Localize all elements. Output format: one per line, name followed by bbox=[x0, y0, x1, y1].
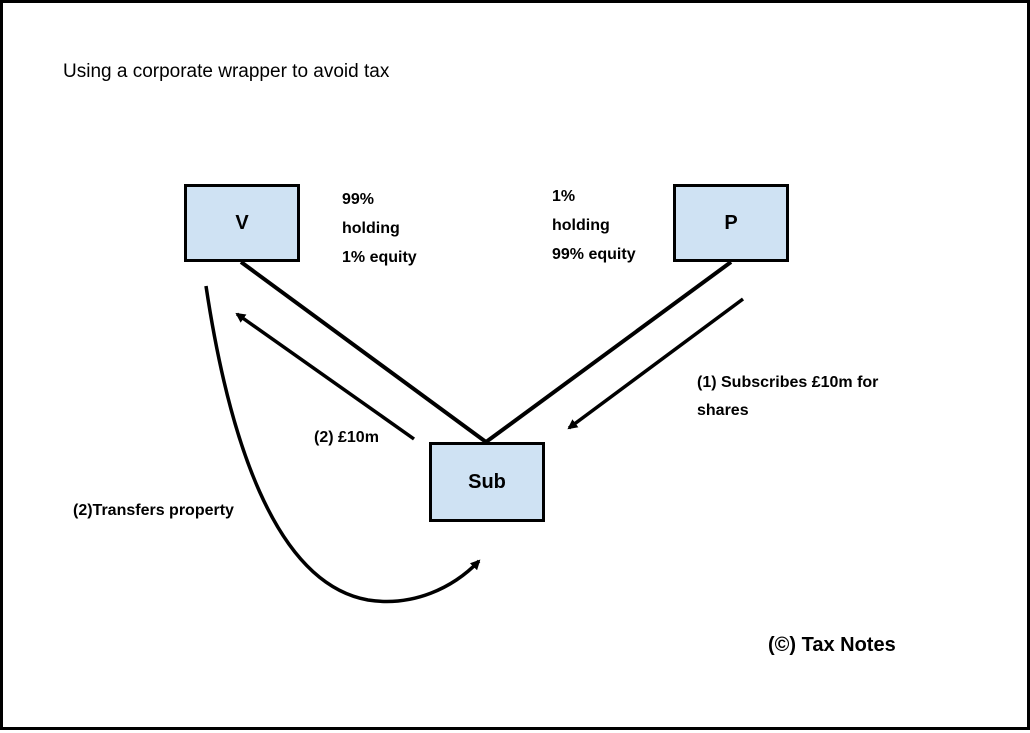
entity-sub-label: Sub bbox=[468, 470, 506, 493]
entity-p-box: P bbox=[673, 184, 789, 262]
v-holding-line-3: 1% equity bbox=[342, 249, 417, 266]
payment-arrow bbox=[235, 312, 416, 441]
subscription-arrow bbox=[567, 297, 745, 430]
transfer-label: (2)Transfers property bbox=[73, 502, 234, 519]
entity-v-box: V bbox=[184, 184, 300, 262]
ownership-line-p-sub bbox=[484, 260, 733, 444]
entity-p-label: P bbox=[724, 211, 738, 234]
p-holding-line-1: 1% bbox=[552, 188, 576, 205]
copyright-notice: (©) Tax Notes bbox=[768, 634, 896, 656]
diagram-title: Using a corporate wrapper to avoid tax bbox=[63, 61, 390, 82]
ownership-line-v-sub bbox=[239, 260, 488, 444]
entity-sub-box: Sub bbox=[429, 442, 545, 522]
v-holding-label: 99% holding 1% equity bbox=[342, 185, 417, 272]
p-holding-label: 1% holding 99% equity bbox=[552, 182, 636, 269]
payment-label: (2) £10m bbox=[314, 429, 379, 446]
v-holding-line-1: 99% bbox=[342, 191, 375, 208]
property-transfer-arrow bbox=[204, 285, 481, 604]
p-holding-line-2: holding bbox=[552, 217, 610, 234]
subscription-label: (1) Subscribes £10m for shares bbox=[697, 374, 879, 419]
connector-layer bbox=[204, 260, 745, 604]
v-holding-line-2: holding bbox=[342, 220, 400, 237]
entity-v-label: V bbox=[235, 211, 249, 234]
p-holding-line-3: 99% equity bbox=[552, 246, 636, 263]
